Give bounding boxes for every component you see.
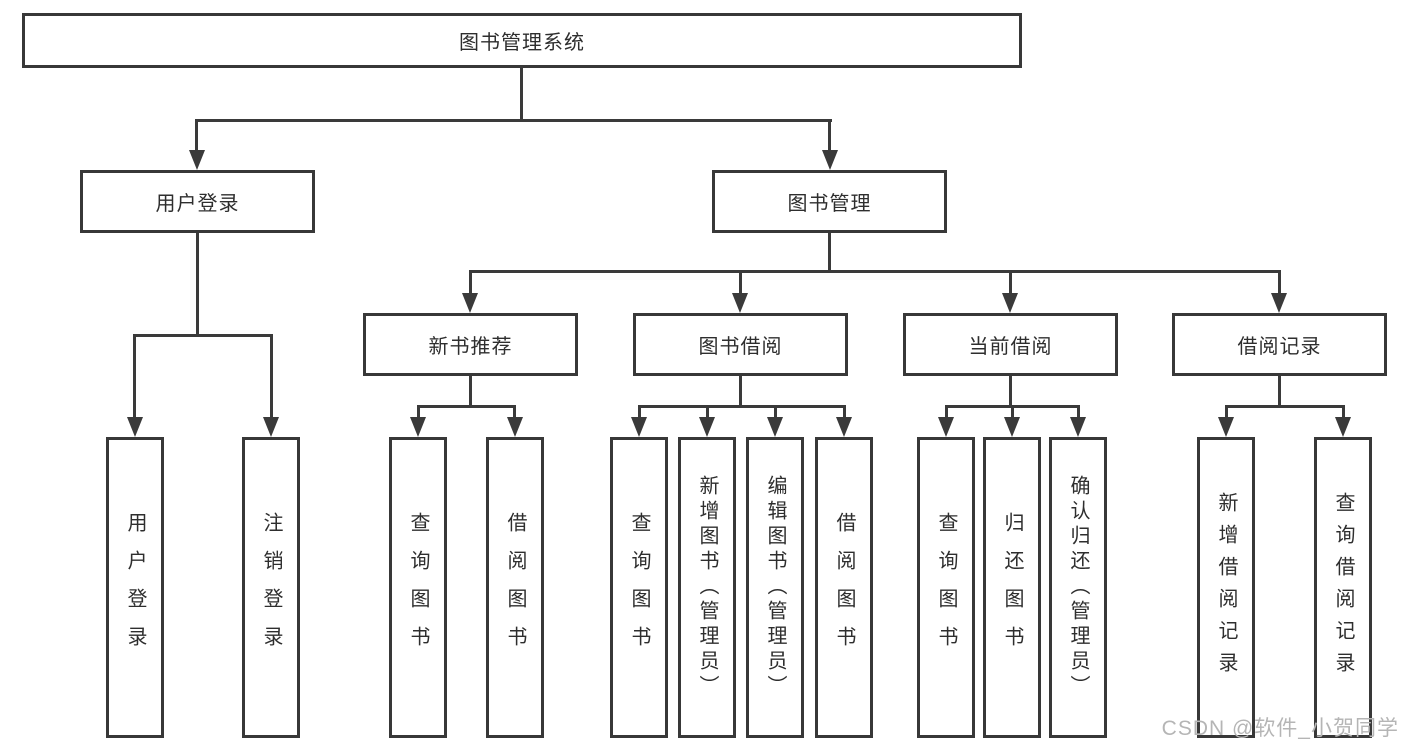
connector-line	[270, 334, 273, 421]
connector-line	[133, 334, 272, 337]
connector-line	[706, 405, 709, 421]
connector-line	[195, 119, 832, 122]
leaf-user-login: 用户登录	[106, 437, 164, 738]
connector-line	[513, 405, 516, 421]
node-label: 用户登录	[155, 193, 240, 215]
arrowhead-icon	[1002, 293, 1018, 313]
leaf-borrow-books-recommend: 借阅图书	[486, 437, 544, 738]
node-label: 图书管理	[787, 193, 872, 215]
leaf-query-books-current: 查询图书	[917, 437, 975, 738]
node-label: 当前借阅	[968, 336, 1053, 358]
connector-line	[1225, 405, 1228, 421]
connector-line	[195, 119, 198, 154]
leaf-query-books-recommend: 查询图书	[389, 437, 447, 738]
node-current-borrowing: 当前借阅	[903, 313, 1118, 376]
connector-line	[133, 334, 136, 421]
arrowhead-icon	[1218, 417, 1234, 437]
leaf-return-books: 归还图书	[983, 437, 1041, 738]
arrowhead-icon	[938, 417, 954, 437]
arrowhead-icon	[462, 293, 478, 313]
leaf-label: 用户登录	[124, 511, 146, 664]
node-label: 新书推荐	[428, 336, 513, 358]
connector-line	[1342, 405, 1345, 421]
leaf-label: 归还图书	[1001, 511, 1023, 664]
leaf-query-books-borrowing: 查询图书	[610, 437, 668, 738]
connector-line	[1225, 405, 1344, 408]
connector-line	[1278, 376, 1281, 408]
leaf-add-book-admin: 新增图书（管理员）	[678, 437, 736, 738]
leaf-label: 查询借阅记录	[1332, 491, 1354, 684]
connector-line	[843, 405, 846, 421]
connector-line	[739, 270, 742, 297]
arrowhead-icon	[836, 417, 852, 437]
csdn-watermark: CSDN @软件_小贺同学	[1161, 717, 1399, 740]
connector-line	[469, 270, 472, 297]
leaf-edit-book-admin: 编辑图书（管理员）	[746, 437, 804, 738]
node-user-login: 用户登录	[80, 170, 315, 233]
connector-line	[1009, 376, 1012, 408]
connector-line	[469, 376, 472, 408]
connector-line	[1011, 405, 1014, 421]
connector-line	[1278, 270, 1281, 297]
connector-line	[638, 405, 845, 408]
arrowhead-icon	[263, 417, 279, 437]
arrowhead-icon	[1070, 417, 1086, 437]
node-label: 图书借阅	[698, 336, 783, 358]
leaf-label: 注销登录	[260, 511, 282, 664]
connector-line	[417, 405, 420, 421]
leaf-query-borrow-record: 查询借阅记录	[1314, 437, 1372, 738]
node-library-management-system: 图书管理系统	[22, 13, 1022, 68]
leaf-borrow-books-borrowing: 借阅图书	[815, 437, 873, 738]
arrowhead-icon	[127, 417, 143, 437]
leaf-label: 确认归还（管理员）	[1067, 475, 1089, 700]
arrowhead-icon	[1271, 293, 1287, 313]
node-borrowing-records: 借阅记录	[1172, 313, 1387, 376]
node-book-management: 图书管理	[712, 170, 947, 233]
arrowhead-icon	[699, 417, 715, 437]
arrowhead-icon	[767, 417, 783, 437]
leaf-label: 借阅图书	[833, 511, 855, 664]
arrowhead-icon	[822, 150, 838, 170]
leaf-confirm-return-admin: 确认归还（管理员）	[1049, 437, 1107, 738]
leaf-label: 新增图书（管理员）	[696, 475, 718, 700]
node-label: 图书管理系统	[459, 32, 585, 54]
leaf-label: 新增借阅记录	[1215, 491, 1237, 684]
leaf-label: 借阅图书	[504, 511, 526, 664]
arrowhead-icon	[189, 150, 205, 170]
connector-line	[520, 66, 523, 122]
arrowhead-icon	[507, 417, 523, 437]
connector-line	[196, 233, 199, 336]
connector-line	[638, 405, 641, 421]
leaf-label: 查询图书	[628, 511, 650, 664]
connector-line	[1077, 405, 1080, 421]
arrowhead-icon	[732, 293, 748, 313]
node-new-book-recommendation: 新书推荐	[363, 313, 578, 376]
arrowhead-icon	[410, 417, 426, 437]
arrowhead-icon	[1004, 417, 1020, 437]
connector-line	[828, 233, 831, 273]
arrowhead-icon	[1335, 417, 1351, 437]
node-label: 借阅记录	[1237, 336, 1322, 358]
leaf-add-borrow-record: 新增借阅记录	[1197, 437, 1255, 738]
connector-line	[469, 270, 1280, 273]
connector-line	[945, 405, 948, 421]
leaf-label: 查询图书	[407, 511, 429, 664]
leaf-logout: 注销登录	[242, 437, 300, 738]
connector-line	[828, 119, 831, 154]
connector-line	[739, 376, 742, 408]
connector-line	[774, 405, 777, 421]
connector-line	[417, 405, 516, 408]
leaf-label: 查询图书	[935, 511, 957, 664]
connector-line	[1009, 270, 1012, 297]
node-book-borrowing: 图书借阅	[633, 313, 848, 376]
leaf-label: 编辑图书（管理员）	[764, 475, 786, 700]
arrowhead-icon	[631, 417, 647, 437]
